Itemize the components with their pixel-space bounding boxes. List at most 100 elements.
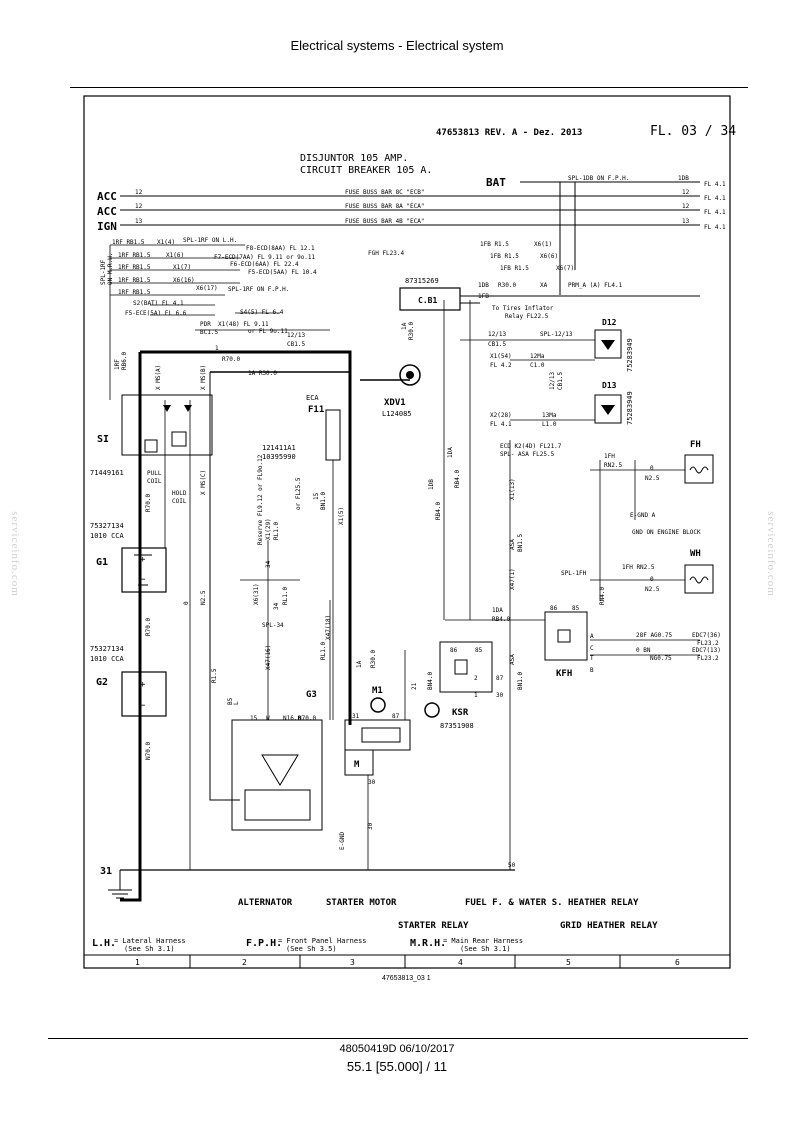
left-ref-0: 1RF RB1.5 [112,239,145,246]
wire-4: 1FB [478,293,489,300]
wire-26: ECD K2(4D) FL21.7 [500,443,562,450]
wire-92: L [233,701,240,705]
wire-66: ASA [509,539,516,550]
xdv1-code: L124085 [382,410,412,418]
watermark-left: serviceinfo.com [8,511,21,597]
left-ref-25: SPL-1RF [100,259,107,285]
wire-36: 0 [650,576,654,583]
caption-grid: GRID HEATHER RELAY [560,921,658,931]
left-ref-21: X1(48) FL 9.11 [218,321,269,328]
battery-g1 [121,547,167,593]
wire-44: RN4.0 [599,587,606,605]
wire-47: FL23.2 [697,640,719,647]
wire-104: 85 [475,647,483,654]
g1-label: G1 [96,557,108,568]
eca-label: ECA [306,394,319,402]
left-ref-19: PDR [200,321,211,328]
wire-69: ASA [509,654,516,665]
wire-7: 1FB R1.5 [480,241,509,248]
page-header: Electrical systems - Electrical system [290,38,504,53]
fuse-code-2: 10395990 [262,453,296,461]
wire-80: X6(31) [253,583,260,605]
wire-50: EDC7(13) [692,647,721,654]
spl-1db: SPL-1DB ON F.P.H. [568,175,629,182]
f11-label: F11 [308,405,324,415]
wire-1: R30.0 [498,282,516,289]
col-1: 1 [135,958,140,967]
left-ref-1: X1(4) [157,239,175,246]
drawing-ref: 47653813_03 1 [382,975,431,982]
wire-64: N70.0 [145,742,152,760]
wire-67: BN1.5 [517,534,524,552]
wire-12d: 12 [682,203,690,210]
wire-8: X6(1) [534,241,552,248]
wire-73: 15 [313,492,320,500]
wire-91: B5 [227,697,234,705]
cb1-code: 87315269 [405,277,439,285]
g1-cca: 1010 CCA [90,532,125,540]
left-ref-22: or FL 9o.11 [248,328,288,335]
wire-98: 30 [367,822,374,830]
col-3: 3 [350,958,355,967]
wire-12: X6(7) [556,265,574,272]
wire-52: 1A [401,322,408,330]
svg-text:M: M [354,760,360,770]
caption-alternator: ALTERNATOR [238,898,293,908]
bus-lines [120,181,700,295]
legend-fph: F.P.H. [246,938,282,949]
caption-starter-motor: STARTER MOTOR [326,898,397,908]
wire-40: 1DB [428,479,435,490]
wire-85: 34 [273,602,280,610]
wire-79: 34 [265,560,272,568]
left-ref-6: F7-ECD(7AA) FL 9.11 or 9o.11 [214,254,316,261]
left-ref-28: RB6.0 [121,352,128,370]
wire-12c: 12 [682,189,690,196]
col-5: 5 [566,958,571,967]
left-ref-11: X6(16) [173,277,195,284]
wire-58: X MS(B) [200,365,207,390]
legend-mrh-desc: = Main Rear Harness [443,937,523,945]
battery-g2 [121,671,167,717]
main-cable [140,350,352,725]
relay-ksr [439,641,493,693]
wire-6: Relay FL22.5 [505,313,549,320]
wire-1db: 1DB [678,175,689,182]
hold-coil-label: COIL [172,498,187,505]
wire-88: R30.0 [370,650,377,668]
left-ref-17: F5-ECE(5A) FL 6.6 [125,310,187,317]
heater-wh [684,564,714,594]
wire-81: X1(29) [265,518,272,540]
rev-label: 47653813 REV. A - Dez. 2013 [436,128,582,138]
legend-fph-see: (See Sh 3.5) [286,945,337,953]
wire-109: 86 [550,605,558,612]
left-ref-8: X1(7) [173,264,191,271]
xdv1-label: XDV1 [384,398,406,408]
svg-text:+: + [140,680,146,690]
diagram-frame [83,95,731,969]
wire-9: 1FB R1.5 [490,253,519,260]
wire-32: E-GND A [630,512,656,519]
wire-97: E-GND [339,832,346,850]
svg-text:+: + [140,555,146,565]
wire-77: SPL-34 [262,622,284,629]
ksr-label: KSR [452,708,469,718]
ref-fl41-a: FL 4.1 [704,181,726,188]
wire-17: FL 4.2 [490,362,512,369]
wire-5: To Tires Inflator [492,305,554,312]
wire-19: C1.0 [530,362,545,369]
title-line-1: DISJUNTOR 105 AMP. [300,153,408,164]
si-code: 71449161 [90,469,124,477]
wire-23: FL 4.1 [490,421,512,428]
m1-label: M1 [372,686,383,696]
wire-93: 15 [250,715,258,722]
wire-56: 1A R30.0 [248,370,277,377]
wire-59: X MS(C) [200,470,207,495]
diode-d12 [594,329,622,359]
g1-code: 75327134 [90,522,124,530]
wire-76: X47(18) [325,615,332,640]
wire-2: XA [540,282,548,289]
heater-fh [684,454,714,484]
footer-rule [48,1038,748,1039]
left-ref-18: S4(5) FL 6.4 [240,309,284,316]
wire-94: W [266,715,270,722]
